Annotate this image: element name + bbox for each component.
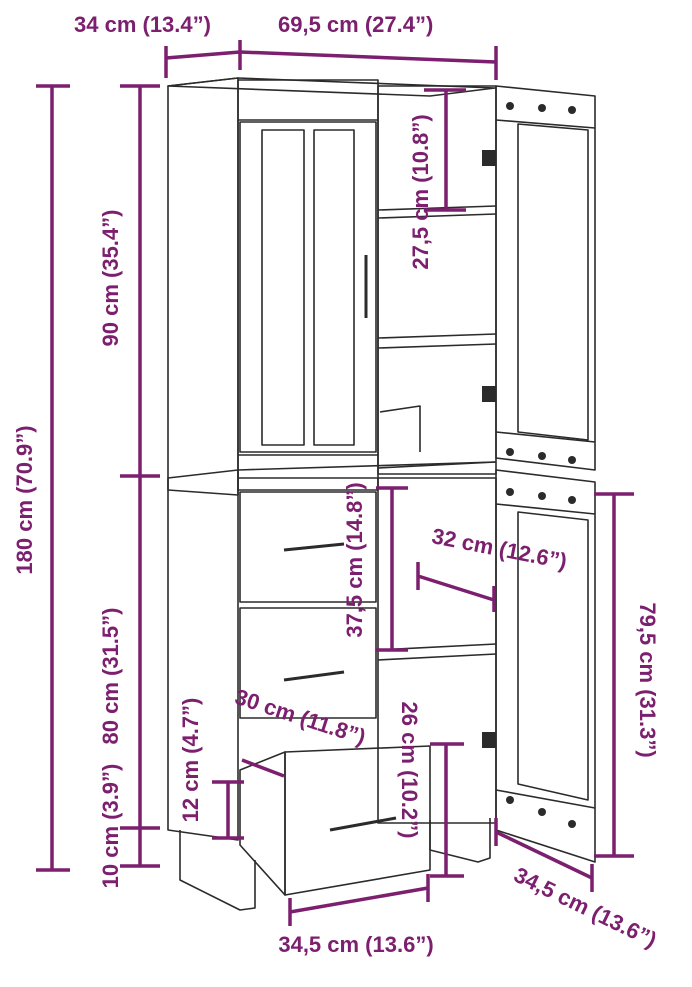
label-height-lower: 80 cm (31.5”) bbox=[98, 608, 123, 745]
hardware-details bbox=[482, 102, 576, 828]
middle-ledge bbox=[167, 469, 239, 496]
upper-right-door-open bbox=[495, 85, 596, 471]
drawer-2 bbox=[239, 607, 377, 719]
label-width-top: 69,5 cm (27.4”) bbox=[278, 12, 433, 37]
label-bottom-gap: 26 cm (10.2”) bbox=[397, 702, 422, 839]
right-leg bbox=[429, 818, 491, 863]
label-drawer-height: 12 cm (4.7”) bbox=[178, 698, 203, 823]
drawer-1 bbox=[239, 491, 377, 603]
label-height-legs: 10 cm (3.9”) bbox=[98, 764, 123, 889]
label-drawer-width: 34,5 cm (13.6”) bbox=[278, 932, 433, 957]
cabinet-drawing bbox=[167, 77, 596, 911]
label-shelf-gap-lower: 37,5 cm (14.8”) bbox=[342, 482, 367, 637]
drawer-2-handle bbox=[283, 670, 345, 682]
cabinet-top bbox=[167, 77, 496, 97]
label-height-total: 180 cm (70.9”) bbox=[12, 425, 37, 574]
hinge-icon bbox=[482, 732, 496, 748]
label-inner-depth: 32 cm (12.6”) bbox=[430, 523, 569, 574]
hinge-icon bbox=[482, 386, 496, 402]
label-drawer-depth: 30 cm (11.8”) bbox=[232, 684, 369, 750]
upper-interior bbox=[377, 85, 497, 475]
label-height-upper: 90 cm (35.4”) bbox=[98, 210, 123, 347]
lower-right-door-open bbox=[495, 469, 596, 863]
label-door-height: 79,5 cm (31.3”) bbox=[635, 602, 660, 757]
upper-left-door bbox=[239, 121, 377, 453]
drawer-3-handle bbox=[329, 816, 397, 832]
label-shelf-gap-top: 27,5 cm (10.8”) bbox=[408, 114, 433, 269]
dimension-labels: 34 cm (13.4”) 69,5 cm (27.4”) 180 cm (70… bbox=[12, 12, 661, 957]
drawer-1-handle bbox=[283, 542, 345, 552]
dimension-lines bbox=[36, 40, 634, 926]
upper-cabinet-front bbox=[237, 79, 379, 491]
left-leg bbox=[179, 830, 256, 911]
hinge-icon bbox=[482, 150, 496, 166]
label-depth-top: 34 cm (13.4”) bbox=[74, 12, 211, 37]
